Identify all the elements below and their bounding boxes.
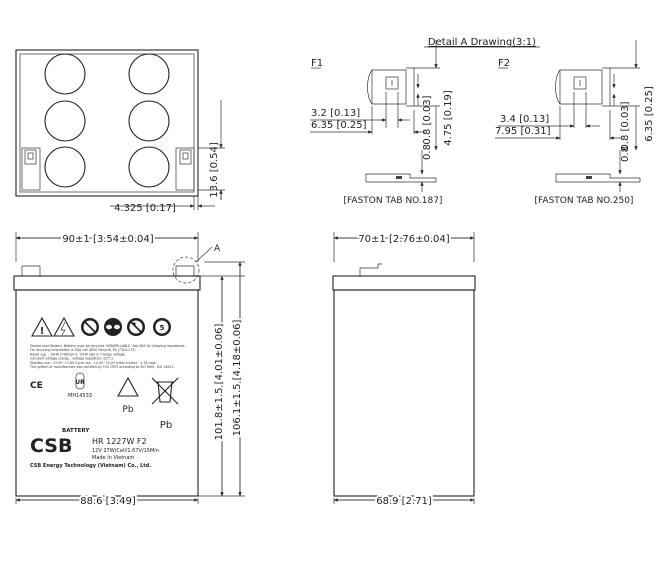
side-dim-width-top: 70±1 [2.76±0.04] [358,234,449,245]
brand-logo: CSB [30,435,72,457]
f1-dim-width-1: 3.2 [0.13] [311,108,360,119]
spec-line: 12V 27W/Cell/1.67V/15Min [92,448,159,454]
f1-dim-thickness: 0.8 [422,144,433,160]
f2-dim-height-1: 0.8 [0.03] [620,101,631,150]
f2-tab-hole [573,76,587,90]
no-fire-icon [81,318,99,336]
origin-line: Made In Vietnam [92,455,134,461]
f2-tab-section [555,173,641,183]
warning-line: The system of manufacturer was certified… [29,365,174,369]
eye-protection-icon [104,318,122,336]
recycle-pb-label: Pb [122,405,133,415]
terminal-right-top [175,147,195,191]
f2-dim-thickness: 0.8 [620,146,631,162]
faston-f1: F1 3.2 [0.13] 6.35 [0.25] 4.75 [0.19] 0.… [310,40,454,206]
svg-text:5: 5 [160,324,165,332]
vent-cap-3 [44,100,86,142]
f2-label: F2 [498,58,510,69]
warning-triangle-icon: ! [31,316,53,337]
f1-label: F1 [311,58,323,69]
vent-cap-5 [44,146,86,188]
f2-tab-body [559,69,603,105]
f1-tab-hole [385,76,399,90]
dim-terminal-offset: 4.325 [0.17] [114,203,176,214]
f2-caption: [FASTON TAB NO.250] [535,196,634,206]
front-view: 90±1 [3.54±0.04] A 101.8±1.5 [4.01±0.06]… [13,232,245,509]
ul-file-number: MH14533 [68,393,92,399]
f1-dim-width-2: 6.35 [0.25] [311,120,367,131]
front-terminal-left [21,265,41,276]
crossed-bin-icon [151,377,179,405]
recycle-icon [117,376,139,397]
top-view: 13.6 [0.54] 4.325 [0.17] [15,49,225,214]
side-dim-width-bottom: 68.9 [2.71] [376,496,432,507]
warning-line: Constant voltage charge : voltage regula… [30,357,113,361]
dim-terminal-height: 13.6 [0.54] [209,142,220,198]
warning-line: Sealed Lead Battery. Battery must be rec… [30,344,185,348]
company-line: CSB Energy Technology (Vietnam) Co., Ltd… [30,463,151,469]
side-terminal [359,263,382,276]
f1-tab-body [371,69,407,105]
terminal-left-top [21,147,41,191]
f1-dim-height-1: 0.8 [0.03] [422,95,433,144]
front-lid [13,275,201,291]
bin-pb-label: Pb [160,420,172,431]
detail-a-marker: A [214,244,221,254]
front-terminal-right [175,265,195,276]
front-dim-height-container: 101.8±1.5 [4.01±0.06] [214,324,225,441]
warning-icons-row: ! [31,316,171,337]
detail-title: Detail A Drawing(3:1) [428,37,536,48]
warning-text-block: Sealed Lead Battery. Battery must be rec… [29,344,185,369]
keep-away-children-icon [127,318,145,336]
side-container [333,289,475,497]
f1-caption: [FASTON TAB NO.187] [344,196,443,206]
warning-line: Standby use : 13.5V~13.8V Cycle use : 14… [30,361,157,365]
f1-dim-height-2: 4.75 [0.19] [443,90,454,146]
svg-text:UR: UR [75,379,85,386]
vent-cap-2 [128,53,170,95]
vent-cap-1 [44,53,86,95]
front-dim-width-bottom: 88.6 [3.49] [80,496,136,507]
f1-tab-section [365,173,437,183]
side-view: 70±1 [2.76±0.04] 68.9 [2.71] [332,232,476,509]
front-container [15,289,199,497]
faston-f2: F2 3.4 [0.13] 7.95 [0.31] 6.35 [0.25] 0.… [495,40,655,206]
warning-line: For recycling information in USA call (8… [30,348,136,352]
front-dim-width-top: 90±1 [3.54±0.04] [62,234,153,245]
detail-a-circle [172,256,200,284]
model-number: HR 1227W F2 [92,437,147,446]
electric-hazard-icon [53,316,75,337]
f2-dim-width-1: 3.4 [0.13] [500,114,549,125]
front-dim-height-total: 106.1±1.5 [4.18±0.06] [232,320,243,437]
ul-recognized-icon: UR [75,372,85,390]
side-lid [332,275,476,291]
f2-dim-width-2: 7.95 [0.31] [495,126,551,137]
svg-text:!: ! [40,326,45,337]
battery-word: BATTERY [62,428,90,434]
ce-mark: CE [30,381,43,391]
top-view-inner-frame [19,53,195,193]
warning-line: Rated cap. : 10HR 27W/Cell 9. 10HR rate … [30,352,125,356]
vent-cap-6 [128,146,170,188]
top-view-outline [15,49,199,197]
read-manual-icon: 5 [153,318,171,336]
vent-cap-4 [128,100,170,142]
f2-dim-height-2: 6.35 [0.25] [644,86,655,142]
